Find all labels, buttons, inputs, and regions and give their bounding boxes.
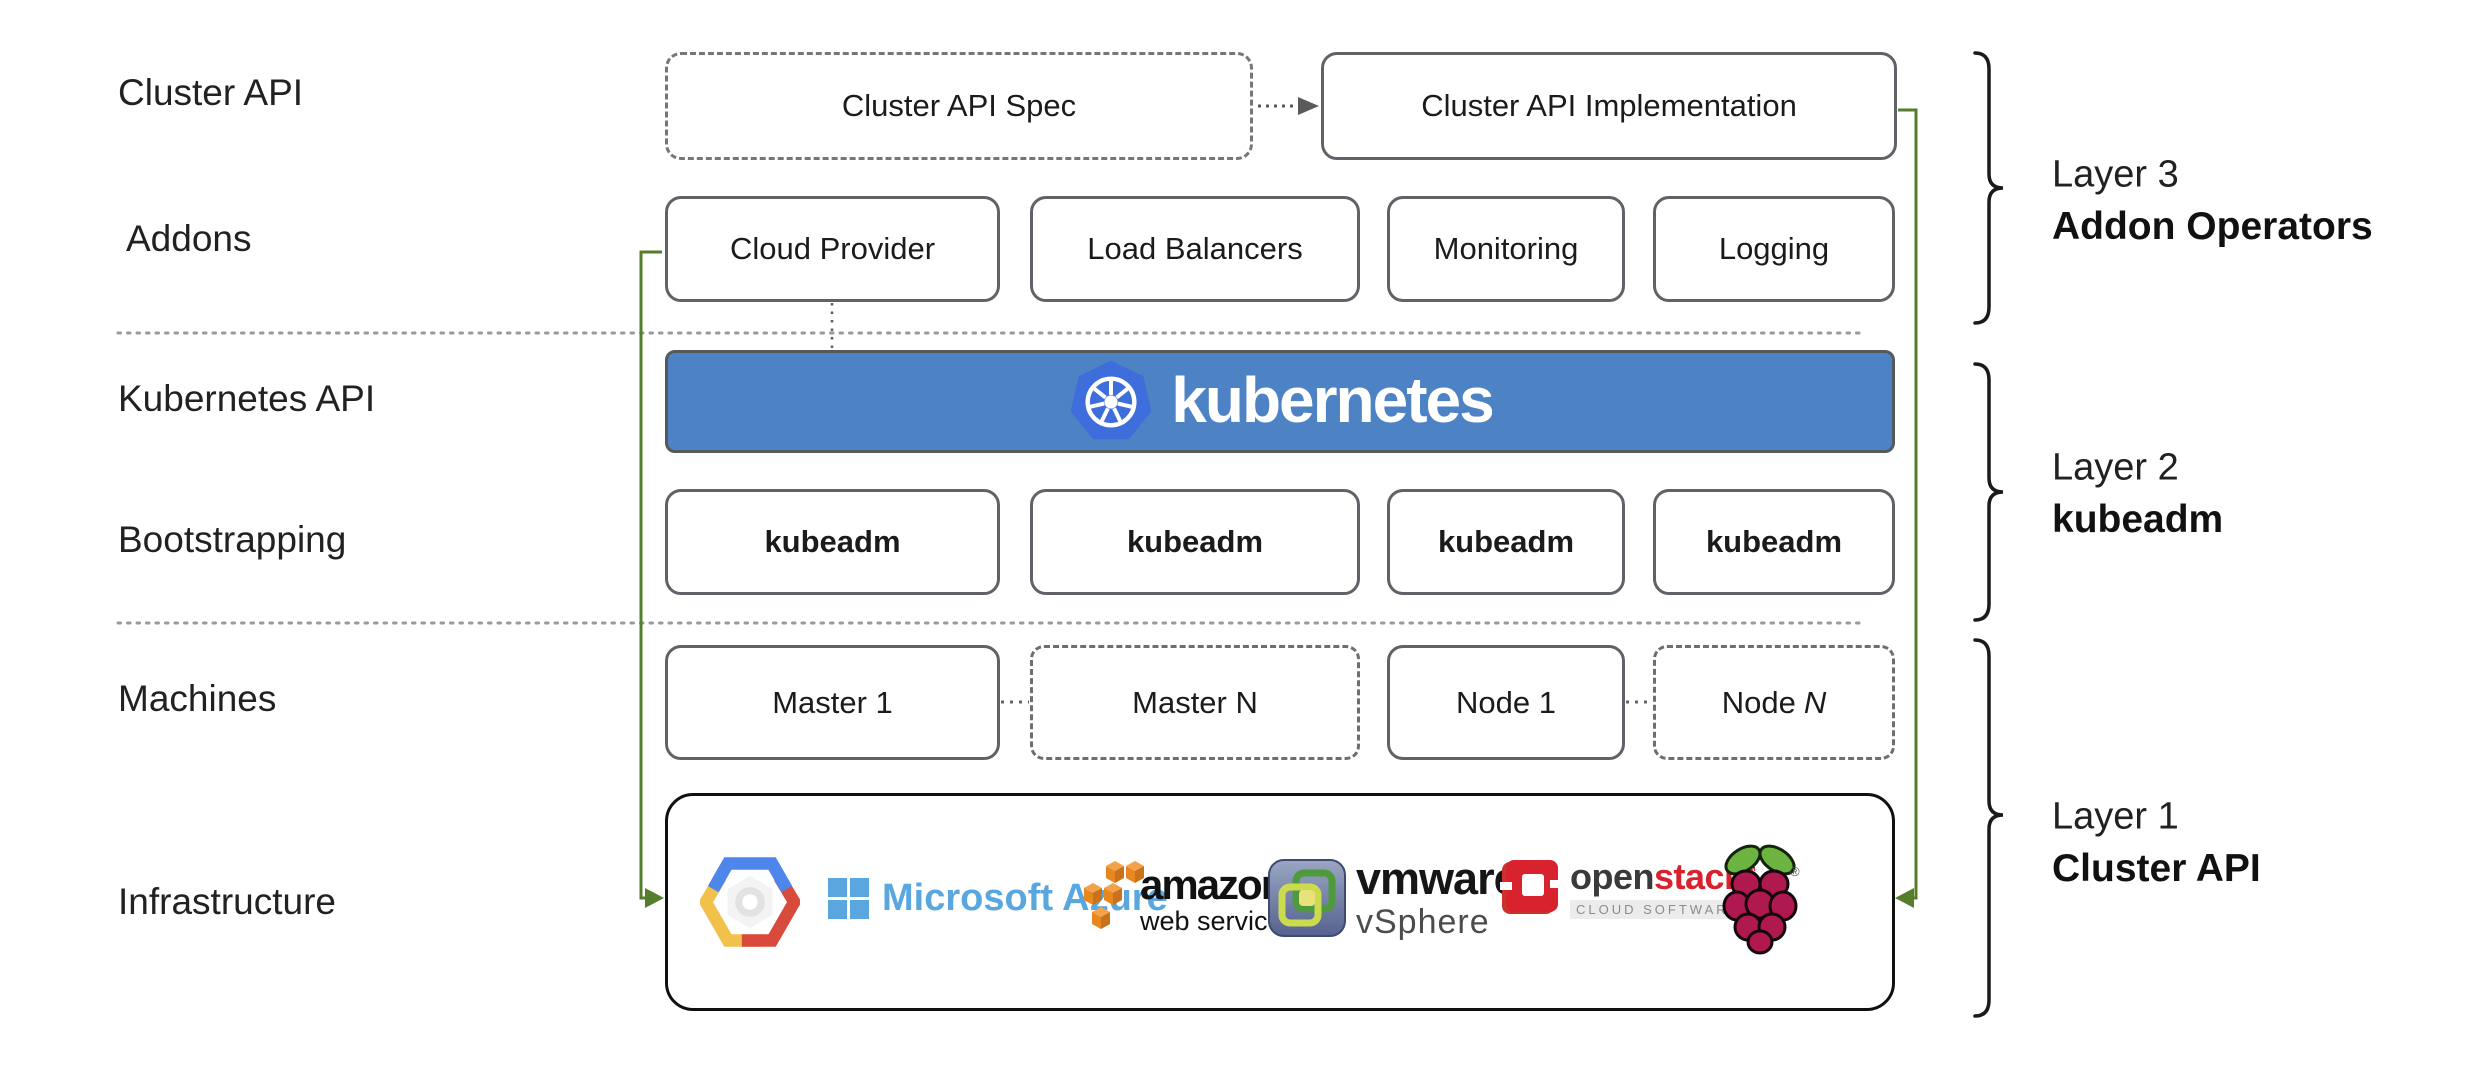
addon-box-monitoring: Monitoring: [1387, 196, 1625, 302]
row-label-addons: Addons: [126, 218, 252, 259]
google-cloud-hexagon-icon: [700, 857, 800, 947]
layer-2-title: kubeadm: [2052, 498, 2224, 541]
kubernetes-wordmark: kubernetes: [1171, 363, 1494, 436]
vmware-icon: [1268, 858, 1346, 937]
kubeadm-box-4: kubeadm: [1653, 489, 1895, 595]
row-label-bootstrapping: Bootstrapping: [118, 519, 347, 560]
machine-box-master-1: Master 1: [665, 645, 1000, 760]
openstack-cloud-software-text: CLOUD SOFTWARE: [1570, 900, 1747, 919]
raspberry-pi-logo: ®: [1708, 840, 1812, 960]
brace-layer-2: [1973, 362, 2004, 622]
green-arrowhead-right: [1895, 888, 1914, 908]
green-connector-right: [1898, 108, 1918, 900]
aws-cubes-icon: [1084, 861, 1144, 929]
cluster-api-spec-box: Cluster API Spec: [665, 52, 1253, 160]
layer-1-name: Layer 1: [2052, 795, 2179, 838]
layer-2-name: Layer 2: [2052, 446, 2179, 489]
addon-box-logging: Logging: [1653, 196, 1895, 302]
layer-3-title: Addon Operators: [2052, 205, 2373, 248]
row-label-machines: Machines: [118, 678, 277, 719]
layer-3-name: Layer 3: [2052, 153, 2179, 196]
brace-layer-1: [1973, 638, 2004, 1018]
amazon-wordmark: amazon: [1140, 860, 1286, 908]
kubernetes-banner: kubernetes: [665, 350, 1895, 453]
vmware-wordmark: vmware: [1356, 853, 1519, 904]
raspberry-pi-icon: ®: [1722, 844, 1800, 955]
openstack-cube-icon: [1500, 860, 1560, 914]
openstack-wordmark-open: open: [1570, 856, 1655, 897]
kubernetes-logo-icon: [1070, 360, 1152, 439]
vsphere-text: vSphere: [1356, 903, 1490, 941]
machine-box-node-1: Node 1: [1387, 645, 1625, 760]
layer-1-title: Cluster API: [2052, 847, 2261, 890]
aws-logo: amazon web services: [1082, 855, 1296, 943]
addon-box-load-balancers: Load Balancers: [1030, 196, 1360, 302]
openstack-logo: openstack™ CLOUD SOFTWARE: [1500, 856, 1757, 920]
green-connector-left: [639, 250, 662, 900]
vmware-vsphere-logo: vmware® vSphere: [1268, 853, 1528, 941]
cluster-api-implementation-box: Cluster API Implementation: [1321, 52, 1897, 160]
spec-to-implementation-arrowhead: [1298, 97, 1319, 115]
kubeadm-box-1: kubeadm: [665, 489, 1000, 595]
rpi-registered-mark: ®: [1790, 864, 1800, 879]
microsoft-window-icon: [828, 877, 869, 919]
row-label-infrastructure: Infrastructure: [118, 881, 336, 922]
machine-box-master-n: Master N: [1030, 645, 1360, 760]
addon-box-cloud-provider: Cloud Provider: [665, 196, 1000, 302]
row-label-cluster-api: Cluster API: [118, 72, 304, 113]
row-label-kubernetes-api: Kubernetes API: [118, 378, 376, 419]
kubeadm-box-3: kubeadm: [1387, 489, 1625, 595]
kubeadm-box-2: kubeadm: [1030, 489, 1360, 595]
green-arrowhead-left: [645, 888, 664, 908]
google-cloud-logo: [700, 852, 800, 952]
brace-layer-3: [1973, 51, 2004, 325]
